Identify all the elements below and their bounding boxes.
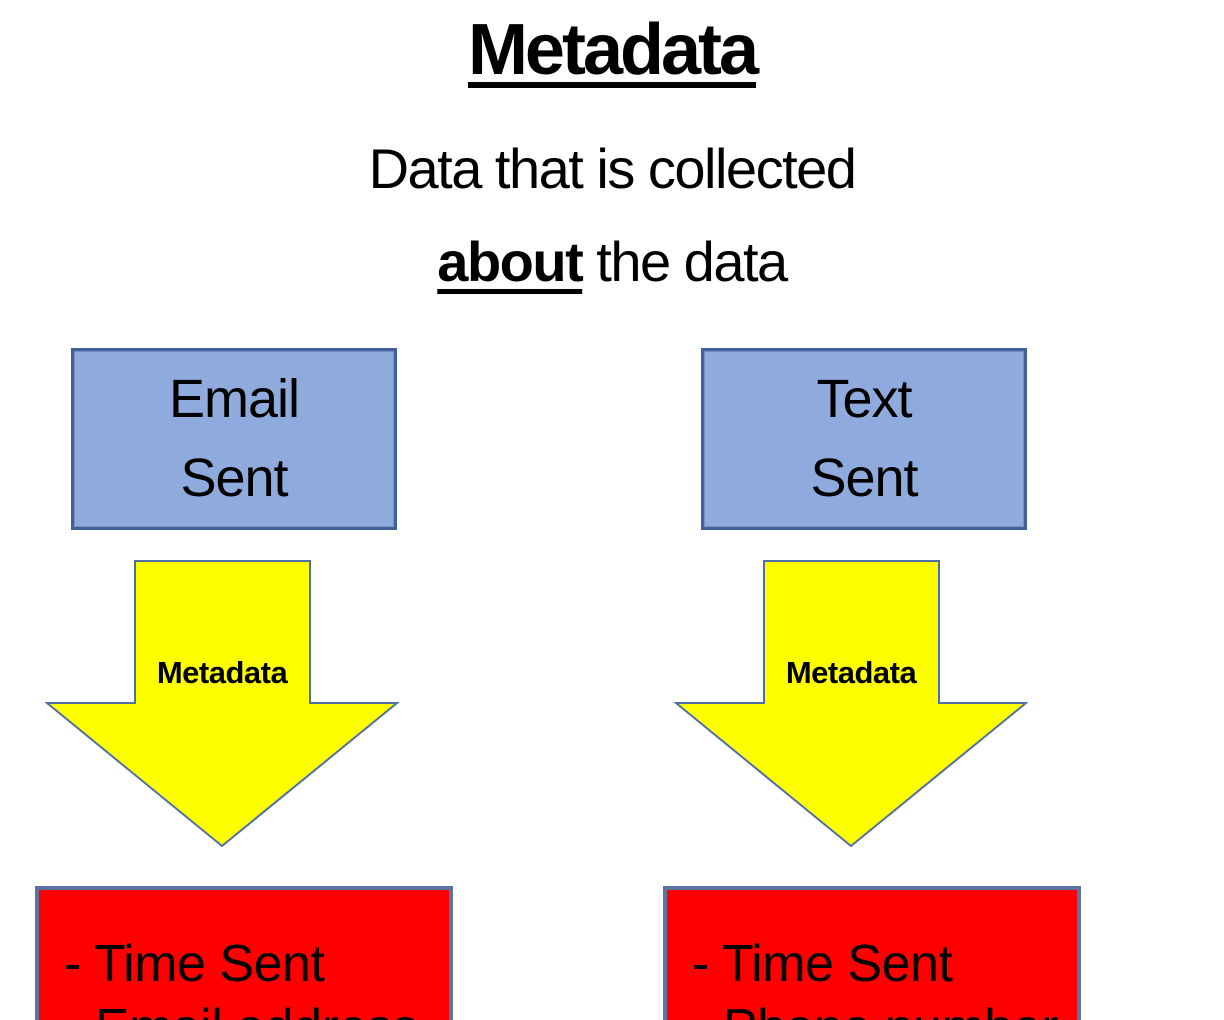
subtitle-line2-rest: the data	[582, 230, 788, 293]
email-sent-box: Email Sent	[71, 348, 397, 530]
text-sent-label-line1: Text	[816, 369, 912, 429]
subtitle-line1: Data that is collected	[368, 137, 857, 200]
metadata-arrow-right: Metadata	[674, 559, 1028, 849]
down-arrow-icon	[45, 560, 399, 848]
result-item-time-sent: - Time Sent	[64, 935, 325, 993]
email-sent-label-line1: Email	[168, 369, 300, 429]
subtitle: Data that is collected about the data	[0, 122, 1224, 308]
text-sent-box: Text Sent	[701, 348, 1027, 530]
subtitle-emphasis: about	[437, 230, 583, 293]
arrow-label-left: Metadata	[156, 655, 288, 690]
down-arrow-icon	[674, 560, 1028, 848]
result-item-time-sent: - Time Sent	[692, 935, 953, 993]
subtitle-line2: about the data	[0, 215, 1224, 308]
arrow-label-right: Metadata	[785, 655, 917, 690]
page-title-text: Metadata	[467, 10, 759, 90]
metadata-arrow-left: Metadata	[45, 559, 399, 849]
result-item-email-address: - Email address	[64, 996, 439, 1020]
text-sent-label-line2: Sent	[810, 448, 918, 508]
page-title: Metadata	[0, 8, 1224, 92]
text-metadata-result-box: - Time Sent - Phone number	[663, 886, 1081, 1020]
result-item-phone-number: - Phone number	[692, 996, 1067, 1020]
email-sent-label-line2: Sent	[180, 448, 288, 508]
email-metadata-result-box: - Time Sent - Email address	[35, 886, 453, 1020]
